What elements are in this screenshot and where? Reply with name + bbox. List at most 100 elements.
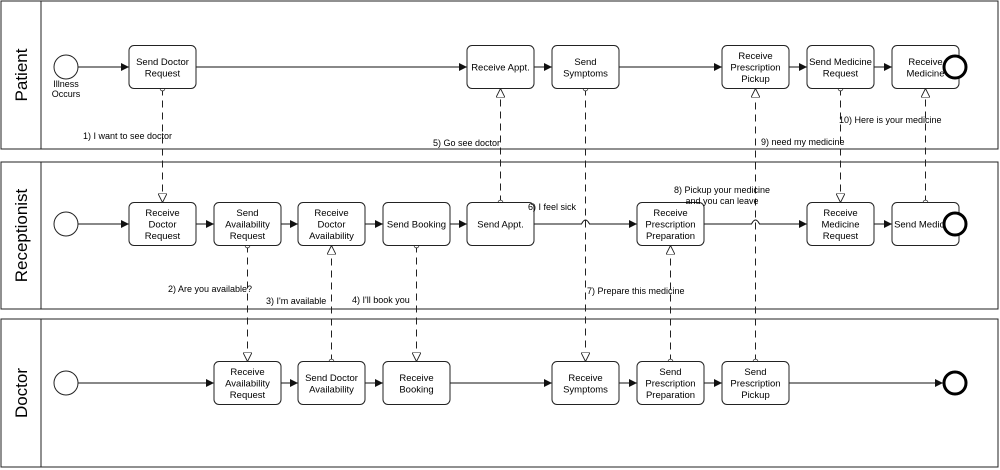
task-label: Symptoms [563,68,608,79]
task-label: Request [145,231,181,242]
task-label: Doctor [149,220,177,231]
task-box [297,202,366,246]
task-label: Medicine [821,220,859,231]
pool-label-doctor: Doctor [12,368,31,418]
task-label: Receive [738,51,772,62]
task-label: Availability [309,231,354,242]
message-label-m7: 7) Prepare this medicine [587,286,685,296]
task-label: Receive [823,208,857,219]
message-label-m2: 2) Are you available? [168,284,252,294]
task-label: Request [823,231,859,242]
message-label-m8: and you can leave [685,196,758,206]
task-label: Preparation [646,390,695,401]
task-r-send-booking: Send Booking [382,202,451,246]
task-box [721,361,790,405]
task-label: Send Medicine [809,57,872,68]
pool-doctor: Doctor [0,318,999,468]
task-label: Send Booking [387,220,446,231]
task-label: Receive [908,57,942,68]
pool-border [0,318,999,468]
task-label: Request [230,231,266,242]
message-label-m4: 4) I'll book you [352,295,410,305]
task-box [297,361,366,405]
message-label-m5: 5) Go see doctor [433,138,500,148]
message-label-m6: 6) I feel sick [528,202,577,212]
task-box [636,361,705,405]
task-p-receive-appt: Receive Appt. [466,45,535,89]
task-label: Booking [399,384,433,395]
task-label: Send Appt. [477,220,523,231]
message-label-m1: 1) I want to see doctor [83,131,172,141]
task-label: Receive [399,373,433,384]
start-event-doctor [53,370,79,396]
task-r-send-appt: Send Appt. [466,202,535,246]
task-label: Availability [225,379,270,390]
task-label: Send [659,367,681,378]
task-label: Doctor [318,220,346,231]
task-box [721,45,790,89]
task-label: Request [145,68,181,79]
task-label: Request [230,390,266,401]
task-label: Request [823,68,859,79]
task-box [806,202,875,246]
end-event-patient [942,54,968,80]
task-label: Prescription [645,379,695,390]
task-label: Receive [314,208,348,219]
task-box [213,361,282,405]
message-label-m8: 8) Pickup your medicine [674,185,770,195]
message-label-m9: 9) need my medicine [761,137,845,147]
start-event-patient [53,54,79,80]
end-event-doctor [942,370,968,396]
task-label: Availability [225,220,270,231]
task-box [128,202,197,246]
task-label: Receive [653,208,687,219]
task-label: Send Doctor [136,57,189,68]
task-box [382,202,451,246]
end-event-receptionist [942,211,968,237]
task-box [636,202,705,246]
message-label-m10: 10) Here is your medicine [839,115,942,125]
task-label: Prescription [645,220,695,231]
task-box [382,361,451,405]
task-label: Medicine [906,68,944,79]
task-box [466,45,535,89]
task-box [213,202,282,246]
task-label: Send [574,57,596,68]
task-label: Receive [145,208,179,219]
task-box [551,361,620,405]
task-label: Preparation [646,231,695,242]
task-label: Send [236,208,258,219]
task-box [806,45,875,89]
task-box [128,45,197,89]
task-label: Receive Appt. [471,63,530,74]
task-label: Availability [309,384,354,395]
task-label: Receive [568,373,602,384]
task-label: Receive [230,367,264,378]
task-label: Send Doctor [305,373,358,384]
task-box [466,202,535,246]
task-label: Send [744,367,766,378]
pool-label-patient: Patient [12,48,31,101]
task-box [551,45,620,89]
task-label: Prescription [730,63,780,74]
task-label: Send Medicine [894,220,957,231]
task-label: Pickup [741,74,770,85]
task-label: Pickup [741,390,770,401]
task-label: Prescription [730,379,780,390]
